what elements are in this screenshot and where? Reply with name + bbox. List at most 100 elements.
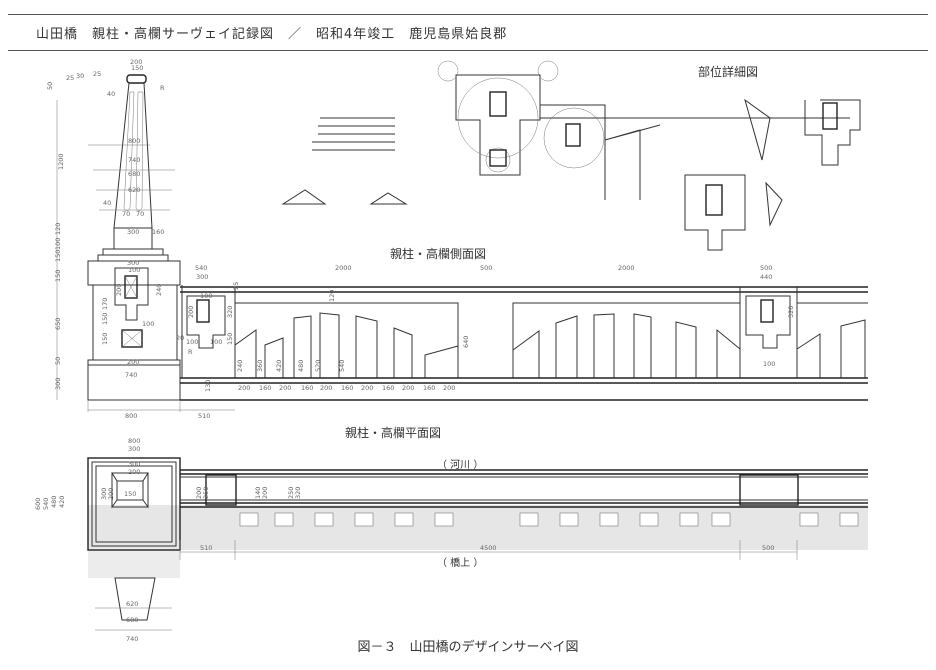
svg-text:740: 740: [128, 156, 140, 164]
svg-text:200: 200: [115, 284, 123, 296]
svg-text:640: 640: [462, 336, 470, 348]
svg-text:200: 200: [279, 384, 291, 392]
side-dimensions: 540 300 2000 500 2000 500 440 100 200 32…: [186, 264, 795, 392]
svg-text:520: 520: [314, 360, 322, 372]
svg-text:160: 160: [152, 228, 164, 236]
svg-text:150: 150: [101, 313, 109, 325]
shaft-flutes: [123, 91, 144, 212]
finial-cap: [126, 74, 147, 84]
svg-text:150: 150: [226, 333, 234, 345]
svg-text:300: 300: [54, 378, 62, 390]
svg-text:150: 150: [101, 333, 109, 345]
svg-text:160: 160: [423, 384, 435, 392]
svg-text:300: 300: [196, 273, 208, 281]
plan-dimensions: 800 300 300 200 600 540 480 420 300 200 …: [34, 437, 774, 643]
svg-text:540: 540: [42, 498, 50, 510]
svg-text:200: 200: [195, 487, 203, 499]
svg-text:100: 100: [142, 320, 154, 328]
svg-text:120: 120: [54, 223, 62, 235]
svg-text:4500: 4500: [480, 544, 497, 552]
balusters: [234, 312, 866, 378]
svg-text:300: 300: [127, 228, 139, 236]
post-top-detail: [804, 99, 861, 166]
svg-text:240: 240: [155, 284, 163, 296]
svg-text:100: 100: [54, 238, 62, 250]
intermediate-posts: [181, 285, 798, 378]
railing-side-elevation: [180, 285, 868, 401]
svg-text:100: 100: [210, 338, 222, 346]
svg-text:440: 440: [760, 273, 772, 281]
svg-text:R: R: [160, 84, 165, 92]
drawing-title: 山田橋 親柱・高欄サーヴェイ記録図 ／ 昭和4年竣工 鹿児島県姶良郡: [36, 27, 508, 42]
svg-text:200: 200: [320, 384, 332, 392]
main-post-elevation: [56, 74, 235, 412]
svg-text:500: 500: [760, 264, 772, 272]
svg-text:1200: 1200: [57, 153, 65, 170]
svg-text:120: 120: [328, 290, 336, 302]
svg-text:500: 500: [480, 264, 492, 272]
post-dimensions: 200 150 50 25 30 25 R 40 1200 800 740 68…: [46, 58, 212, 420]
svg-text:800: 800: [125, 412, 137, 420]
svg-text:150: 150: [54, 250, 62, 262]
svg-text:40: 40: [103, 199, 111, 207]
svg-text:70: 70: [122, 210, 130, 218]
svg-text:100: 100: [763, 360, 775, 368]
svg-text:160: 160: [259, 384, 271, 392]
river-side-label: （ 河川 ）: [437, 459, 483, 471]
svg-text:2000: 2000: [618, 264, 635, 272]
svg-text:150: 150: [131, 64, 143, 72]
svg-text:200: 200: [127, 358, 139, 366]
svg-text:25: 25: [93, 70, 101, 78]
post-emblem: [114, 267, 149, 321]
detail-sketches: [281, 60, 861, 251]
svg-text:100: 100: [186, 338, 198, 346]
svg-text:480: 480: [50, 496, 58, 508]
cap-detail: [455, 74, 541, 176]
svg-text:2000: 2000: [335, 264, 352, 272]
svg-text:320: 320: [226, 306, 234, 318]
svg-text:420: 420: [275, 360, 283, 372]
svg-text:420: 420: [58, 496, 66, 508]
svg-text:25: 25: [66, 74, 74, 82]
svg-text:240: 240: [236, 360, 244, 372]
svg-text:680: 680: [126, 616, 138, 624]
svg-text:480: 480: [297, 360, 305, 372]
svg-text:200: 200: [443, 384, 455, 392]
cornice-profile: [312, 117, 395, 151]
emblem-detail: [684, 174, 746, 251]
svg-text:200: 200: [238, 384, 250, 392]
svg-text:200: 200: [261, 487, 269, 499]
foundation-section: [114, 577, 156, 621]
svg-text:130: 130: [204, 380, 212, 392]
svg-text:200: 200: [402, 384, 414, 392]
svg-text:360: 360: [256, 360, 264, 372]
svg-text:160: 160: [301, 384, 313, 392]
railing-plan: [87, 457, 868, 631]
svg-text:250: 250: [202, 487, 210, 499]
svg-text:800: 800: [128, 437, 140, 445]
svg-text:100: 100: [128, 266, 140, 274]
svg-text:320: 320: [294, 487, 302, 499]
svg-text:200: 200: [361, 384, 373, 392]
top-rule: [8, 14, 928, 15]
svg-text:300: 300: [128, 460, 140, 468]
svg-text:320: 320: [787, 306, 795, 318]
svg-text:620: 620: [126, 600, 138, 608]
svg-text:300: 300: [100, 488, 108, 500]
svg-text:540: 540: [195, 264, 207, 272]
svg-text:160: 160: [382, 384, 394, 392]
svg-text:70: 70: [136, 210, 144, 218]
svg-text:510: 510: [198, 412, 210, 420]
svg-text:R: R: [188, 348, 193, 356]
svg-text:200: 200: [187, 306, 195, 318]
bridge-side-label: （ 橋上 ）: [437, 556, 483, 569]
svg-text:40: 40: [107, 90, 115, 98]
svg-text:140: 140: [254, 487, 262, 499]
detail-view-title: 部位詳細図: [698, 64, 758, 79]
header-rule: [8, 50, 928, 51]
svg-text:300: 300: [128, 445, 140, 453]
side-elevation-title: 親柱・高欄側面図: [390, 246, 486, 261]
svg-text:650: 650: [54, 318, 62, 330]
baluster-openings: [239, 512, 859, 527]
